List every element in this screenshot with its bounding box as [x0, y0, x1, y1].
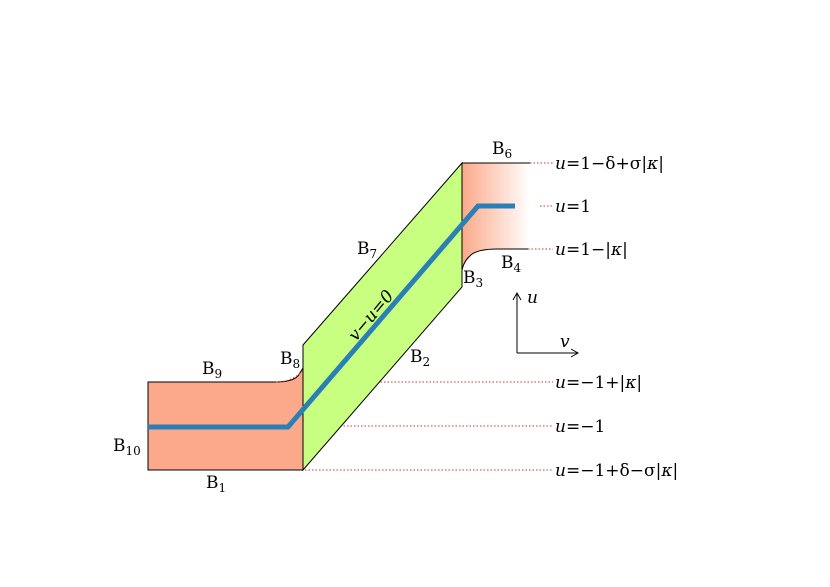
level-bot-mid: u=−1: [555, 417, 605, 437]
label-b10: B10: [113, 436, 141, 458]
label-b8: B8: [280, 349, 300, 371]
level-bot-inner: u=−1+|κ|: [555, 373, 642, 393]
label-b7: B7: [357, 239, 377, 261]
axis-v-arrowhead: [570, 348, 580, 358]
label-b3: B3: [463, 268, 483, 290]
boundary-b8: [275, 369, 304, 383]
blue-trajectory: [148, 203, 515, 430]
level-top-outer: u=1−δ+σ|κ|: [555, 154, 664, 174]
boundary-b4: [461, 248, 528, 271]
axes-indicator: [512, 291, 580, 358]
level-top-mid: u=1: [555, 197, 591, 217]
axis-u-label: u: [527, 288, 538, 308]
axis-u-arrowhead: [512, 291, 522, 301]
label-b6: B6: [492, 139, 512, 161]
label-b4: B4: [501, 253, 522, 275]
axis-v-label: v: [560, 332, 570, 352]
label-b1: B1: [206, 473, 226, 495]
level-top-inner: u=1−|κ|: [555, 240, 628, 260]
level-bot-outer: u=−1+δ−σ|κ|: [555, 461, 678, 481]
label-b9: B9: [202, 359, 222, 381]
lower-left-region: [147, 366, 304, 471]
upper-right-region: [462, 163, 530, 270]
label-b2: B2: [410, 347, 430, 369]
